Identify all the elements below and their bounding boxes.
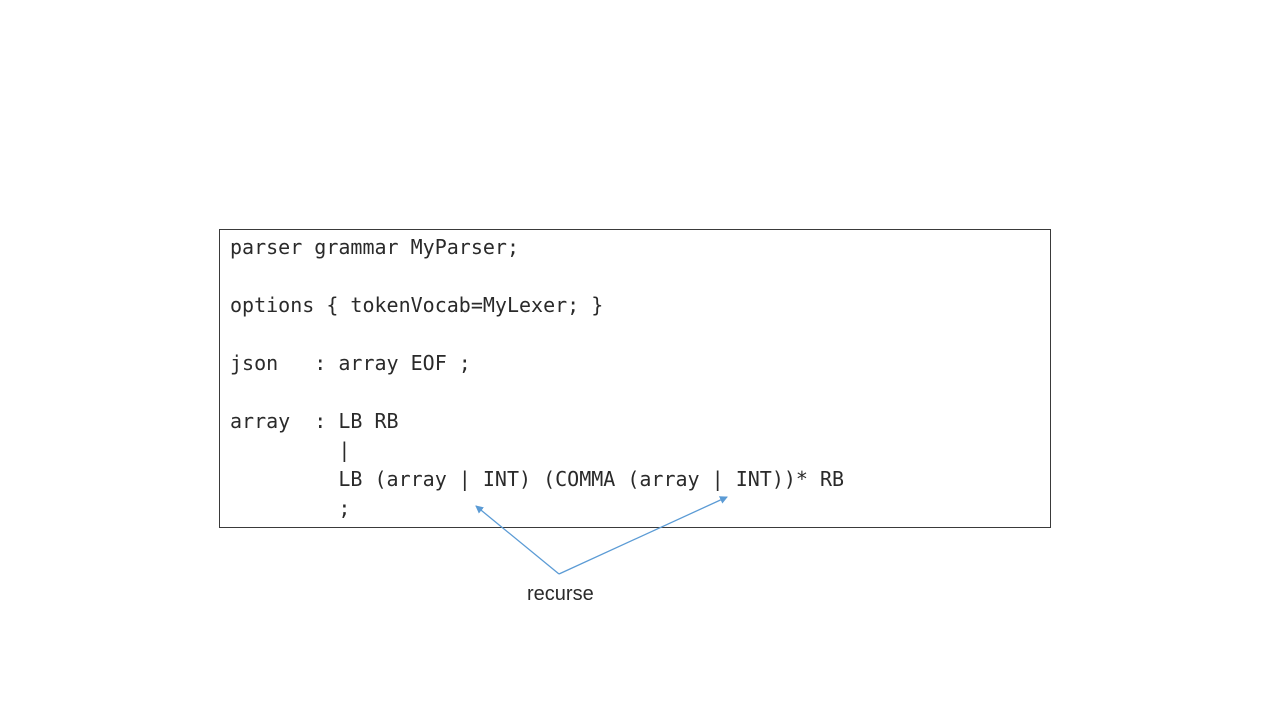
- grammar-code-box: parser grammar MyParser; options { token…: [219, 229, 1051, 528]
- recurse-label: recurse: [527, 583, 594, 605]
- code-line-array-alt: LB (array | INT) (COMMA (array | INT))* …: [230, 467, 845, 491]
- code-line-parser-decl: parser grammar MyParser;: [230, 235, 519, 259]
- code-line-terminator: ;: [230, 496, 351, 520]
- code-line-alt-bar: |: [230, 438, 351, 462]
- code-line-options: options { tokenVocab=MyLexer; }: [230, 293, 604, 317]
- code-line-json-rule: json : array EOF ;: [230, 351, 471, 375]
- arrow-to-second-array: [558, 496, 728, 575]
- arrow-to-first-array: [475, 505, 560, 575]
- code-line-array-rule: array : LB RB: [230, 409, 399, 433]
